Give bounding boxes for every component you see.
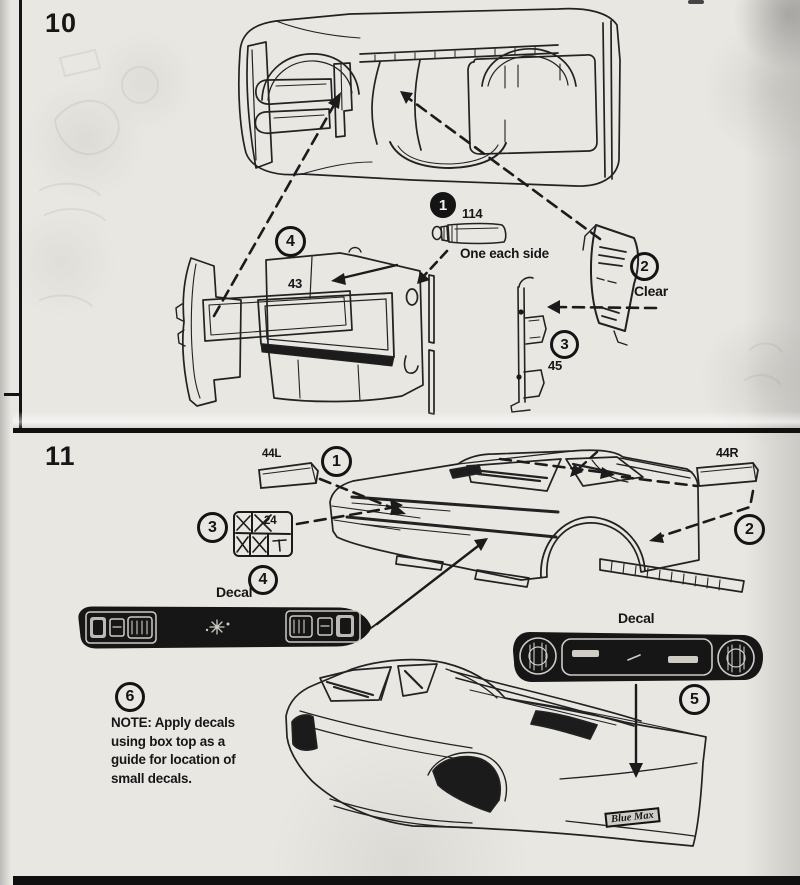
left-vertical-rule [19,0,22,430]
dashed-arrow-24 [295,505,398,526]
step-10-callout-3: 3 [550,330,579,359]
step-11-callout-2: 2 [734,514,765,545]
grille-decal-drawing [78,606,390,649]
step-10-number: 10 [45,8,78,38]
solid-arrow-into-tub [336,263,399,281]
finished-car-drawing [285,658,707,847]
solid-arrow-grille-decal [375,541,484,626]
side-trim-44l-drawing [258,462,319,489]
decal-label-5: Decal [618,610,655,626]
note-title: NOTE: [111,715,152,730]
step-11-callout-3: 3 [197,512,228,543]
step-divider-rule [13,428,800,433]
part-label-45: 45 [548,358,563,373]
part-label-24: 24 [264,515,277,527]
body-underside-drawing [237,7,621,187]
page-left-edge-shadow [0,0,11,885]
page-showthrough [39,48,783,385]
clear-window-part-drawing [582,224,640,346]
left-tick-mark [4,393,21,396]
part-label-43: 43 [288,276,303,291]
dashed-arrow-strut [419,249,449,281]
dashed-arrow-clear-to-body [402,93,602,241]
paper-fold-highlight [13,411,800,428]
strut-part-114-drawing [431,222,507,245]
step-10-callout-4: 4 [275,226,306,257]
dashed-arrow-44r [654,489,755,540]
step-11-callout-4: 4 [248,565,278,595]
step-10-callout-2: 2 [630,252,659,281]
part-label-44l: 44L [262,448,282,460]
clear-label: Clear [634,283,669,299]
scan-artifact-mark [688,0,704,4]
note-line-1: NOTE: Apply decals [111,715,235,730]
dashed-arrow-44l [318,477,402,513]
car-body-shell-drawing [329,449,745,593]
step-11-callout-1: 1 [321,446,352,477]
step-10-callout-1: 1 [430,192,456,218]
assembly-arrows [212,91,755,778]
dashed-arrow-roof [498,457,610,475]
note-text: NOTE: Apply decals using box top as a gu… [111,714,311,788]
interior-tub-drawing [175,246,435,415]
side-trim-44r-drawing [696,462,759,487]
bracket-part-45-drawing [510,276,547,413]
step-11-callout-5: 5 [679,684,710,715]
one-each-side-label: One each side [460,246,549,261]
note-line-2: using box top as a [111,733,225,749]
part-label-44r: 44R [716,446,739,460]
bottom-border-rule [13,876,800,885]
decal-label-4: Decal [216,584,253,600]
mount-part-24-drawing [233,511,293,557]
note-line-3: guide for location of [111,752,236,768]
tail-panel-decal-drawing [513,632,763,682]
step-11-callout-6: 6 [115,682,145,712]
dashed-arrow-bracket [551,305,658,310]
part-label-114: 114 [462,206,483,221]
note-line-4: small decals. [111,770,192,786]
dashed-arrow-tub-to-body [212,96,340,318]
step-11-number: 11 [45,441,76,471]
